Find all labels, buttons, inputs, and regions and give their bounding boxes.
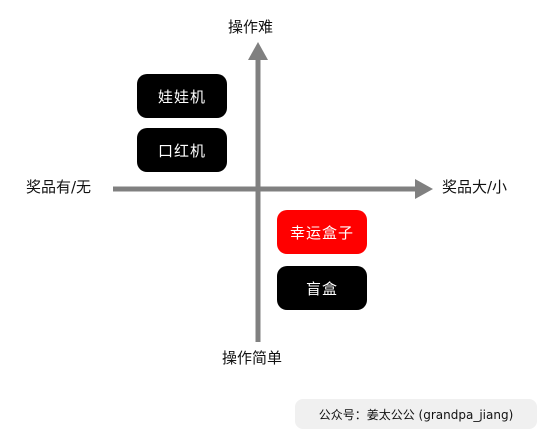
- horizontal-axis-arrow: [415, 179, 433, 199]
- item-lipstick-machine: 口红机: [137, 128, 227, 172]
- axis-label-bottom: 操作简单: [222, 349, 283, 367]
- item-lucky-box: 幸运盒子: [277, 210, 367, 254]
- axis-label-left: 奖品有/无: [26, 178, 92, 196]
- axis-label-right: 奖品大/小: [442, 178, 508, 196]
- watermark: 公众号：姜太公公 (grandpa_jiang): [295, 399, 537, 429]
- item-blind-box: 盲盒: [277, 266, 367, 310]
- item-claw-machine: 娃娃机: [137, 74, 227, 118]
- vertical-axis-arrow: [248, 42, 268, 60]
- axis-label-top: 操作难: [228, 18, 274, 36]
